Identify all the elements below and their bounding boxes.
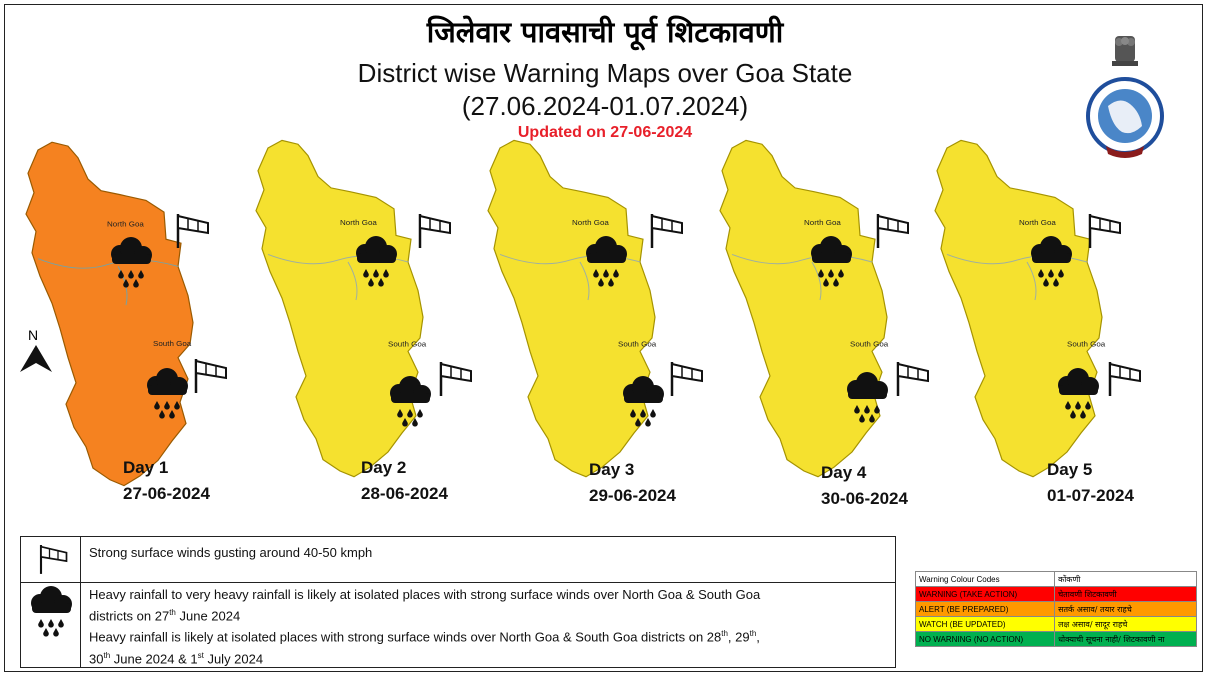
day-name: Day 1 — [123, 458, 169, 477]
day-label-3: Day 3 29-06-2024 — [589, 460, 676, 506]
windsock-icon — [39, 545, 68, 574]
legend-rain-line-3: Heavy rainfall is likely at isolated pla… — [89, 629, 760, 645]
goa-outline — [25, 141, 194, 487]
colour-code-en: WARNING (TAKE ACTION) — [914, 586, 1056, 602]
windsock-icon — [176, 212, 210, 250]
map-day-4: North Goa South Goa — [719, 139, 889, 478]
day-label-1: Day 1 27-06-2024 — [123, 458, 210, 504]
colour-code-en: ALERT (BE PREPARED) — [914, 601, 1056, 617]
day-name: Day 5 — [1047, 460, 1093, 479]
imd-seal-icon — [1086, 77, 1164, 158]
colour-code-header-mr: कोंकणी — [1054, 571, 1197, 587]
title-date-range: (27.06.2024-01.07.2024) — [461, 91, 749, 121]
day-label-2: Day 2 28-06-2024 — [361, 458, 448, 504]
day-date: 27-06-2024 — [123, 484, 210, 503]
legend-row-rain: Heavy rainfall to very heavy rainfall is… — [21, 583, 895, 667]
legend-rain-line-4: 30th June 2024 & 1st July 2024 — [89, 650, 264, 666]
windsock-icon — [439, 360, 473, 398]
day-date: 29-06-2024 — [589, 486, 676, 505]
north-arrow: N — [16, 327, 56, 377]
updated-date: Updated on 27-06-2024 — [517, 124, 693, 141]
day-date: 28-06-2024 — [361, 484, 448, 503]
legend-icon-cell — [21, 537, 81, 582]
legend-rain-line-2: districts on 27th June 2024 — [89, 608, 241, 624]
north-arrow-label: N — [28, 327, 39, 343]
colour-code-mr: सतर्क असाव/ तयार राहचे — [1054, 601, 1197, 617]
colour-code-table: Warning Colour Codes कोंकणी WARNING (TAK… — [914, 571, 1197, 647]
map-day-5: North Goa South Goa — [934, 139, 1106, 478]
windsock-icon — [670, 360, 704, 398]
windsock-icon — [876, 212, 910, 250]
legend-rain-line-1: Heavy rainfall to very heavy rainfall is… — [89, 587, 761, 602]
day-label-5: Day 5 01-07-2024 — [1047, 460, 1134, 506]
north-goa-label: North Goa — [804, 218, 842, 227]
imd-emblem — [1086, 36, 1164, 158]
goa-outline — [719, 139, 888, 478]
windsock-icon — [896, 360, 930, 398]
colour-code-mr: चेतावणी शिटकावणी — [1054, 586, 1197, 602]
impact-legend: Strong surface winds gusting around 40-5… — [20, 536, 896, 668]
colour-code-en: NO WARNING (NO ACTION) — [914, 631, 1056, 647]
south-goa-label: South Goa — [153, 339, 192, 348]
legend-icon-cell — [21, 583, 81, 667]
colour-code-header-en: Warning Colour Codes — [914, 571, 1056, 587]
colour-code-mr: धोक्याची सूचना नाही/ शिटकावणी ना — [1054, 631, 1197, 647]
day-name: Day 2 — [361, 458, 407, 477]
colour-code-row: WATCH (BE UPDATED) लक्ष असाव/ सादूर राहच… — [914, 616, 1197, 632]
legend-wind-text: Strong surface winds gusting around 40-5… — [89, 545, 373, 560]
south-goa-label: South Goa — [1067, 340, 1106, 349]
title-english: District wise Warning Maps over Goa Stat… — [357, 58, 853, 88]
colour-code-en: WATCH (BE UPDATED) — [914, 616, 1056, 632]
north-goa-label: North Goa — [107, 220, 145, 229]
colour-code-header: Warning Colour Codes कोंकणी — [914, 571, 1197, 587]
colour-code-row: WARNING (TAKE ACTION) चेतावणी शिटकावणी — [914, 586, 1197, 602]
day-label-4: Day 4 30-06-2024 — [821, 463, 908, 509]
goa-outline — [934, 139, 1103, 478]
day-name: Day 4 — [821, 463, 867, 482]
colour-code-mr: लक्ष असाव/ सादूर राहचे — [1054, 616, 1197, 632]
goa-outline — [487, 139, 656, 478]
windsock-icon — [418, 212, 452, 250]
north-goa-label: North Goa — [1019, 218, 1057, 227]
district-boundary — [37, 258, 179, 269]
windsock-icon — [194, 357, 228, 395]
south-goa-label: South Goa — [618, 340, 657, 349]
map-day-3: North Goa South Goa — [487, 139, 657, 478]
north-goa-label: North Goa — [340, 218, 378, 227]
rain-cloud-icon — [31, 586, 72, 637]
north-goa-label: North Goa — [572, 218, 610, 227]
ashoka-emblem-icon — [1112, 36, 1138, 66]
legend-rain-text: Heavy rainfall to very heavy rainfall is… — [89, 586, 760, 668]
page-frame — [4, 4, 1203, 672]
south-goa-label: South Goa — [850, 340, 889, 349]
map-day-2: North Goa South Goa — [255, 139, 427, 478]
windsock-icon — [1088, 212, 1122, 250]
windsock-icon — [1108, 360, 1142, 398]
colour-code-row: ALERT (BE PREPARED) सतर्क असाव/ तयार राह… — [914, 601, 1197, 617]
legend-row-wind: Strong surface winds gusting around 40-5… — [21, 537, 895, 583]
warning-maps: North Goa South Goa North Goa South Goa … — [25, 139, 1142, 487]
colour-code-row: NO WARNING (NO ACTION) धोक्याची सूचना ना… — [914, 631, 1197, 647]
day-date: 30-06-2024 — [821, 489, 908, 508]
map-day-1: North Goa South Goa — [25, 141, 194, 487]
north-arrow-icon — [20, 345, 52, 372]
goa-outline — [255, 139, 424, 478]
windsock-icon — [650, 212, 684, 250]
title-marathi: जिलेवार पावसाची पूर्व शिटकावणी — [426, 15, 784, 49]
day-name: Day 3 — [589, 460, 635, 479]
south-goa-label: South Goa — [388, 340, 427, 349]
day-date: 01-07-2024 — [1047, 486, 1134, 505]
